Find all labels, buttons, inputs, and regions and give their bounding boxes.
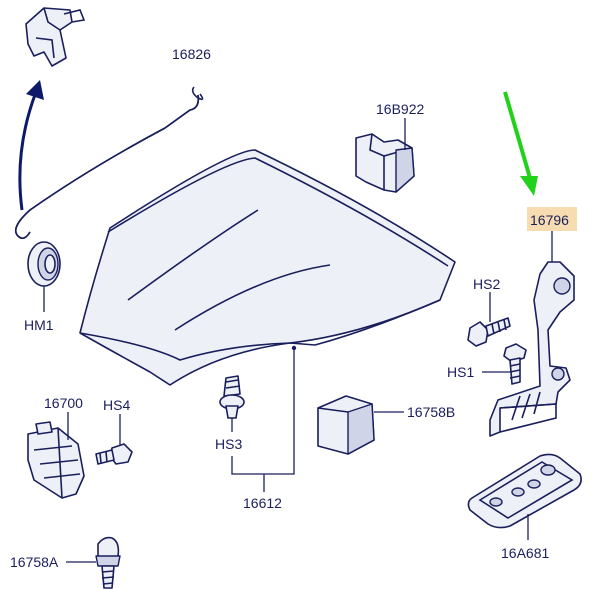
label-16796: 16796 bbox=[530, 212, 569, 228]
pad-16a681 bbox=[467, 453, 582, 540]
label-16A681: 16A681 bbox=[501, 545, 549, 561]
bolt-hs4 bbox=[95, 414, 133, 465]
label-hm1: HM1 bbox=[24, 317, 54, 333]
cable-clip bbox=[25, 7, 86, 67]
highlight-16796 bbox=[527, 207, 577, 231]
label-hs1: HS1 bbox=[447, 364, 474, 380]
bolt-hs1 bbox=[482, 343, 527, 385]
bumper-block bbox=[355, 118, 415, 193]
grommet-hm1 bbox=[27, 241, 61, 312]
bolt-hs2 bbox=[467, 292, 511, 347]
label-hs4: HS4 bbox=[103, 397, 130, 413]
label-16758B: 16758B bbox=[407, 404, 455, 420]
label-16700: 16700 bbox=[44, 395, 83, 411]
hood-hinge bbox=[489, 230, 575, 437]
label-16612: 16612 bbox=[243, 495, 282, 511]
label-hs3: HS3 bbox=[215, 436, 242, 452]
stud-hs3 bbox=[219, 345, 297, 492]
label-16826: 16826 bbox=[172, 46, 211, 62]
label-16758A: 16758A bbox=[10, 554, 59, 570]
latch-cable bbox=[14, 86, 204, 240]
bumper-16758b bbox=[317, 395, 404, 455]
hood-latch bbox=[27, 412, 85, 499]
hood-panel bbox=[79, 149, 456, 386]
label-16B922: 16B922 bbox=[376, 101, 424, 117]
label-hs2: HS2 bbox=[473, 276, 500, 292]
stud-16758a bbox=[66, 536, 121, 589]
green-arrow bbox=[503, 91, 538, 196]
navy-arrow bbox=[18, 80, 44, 211]
